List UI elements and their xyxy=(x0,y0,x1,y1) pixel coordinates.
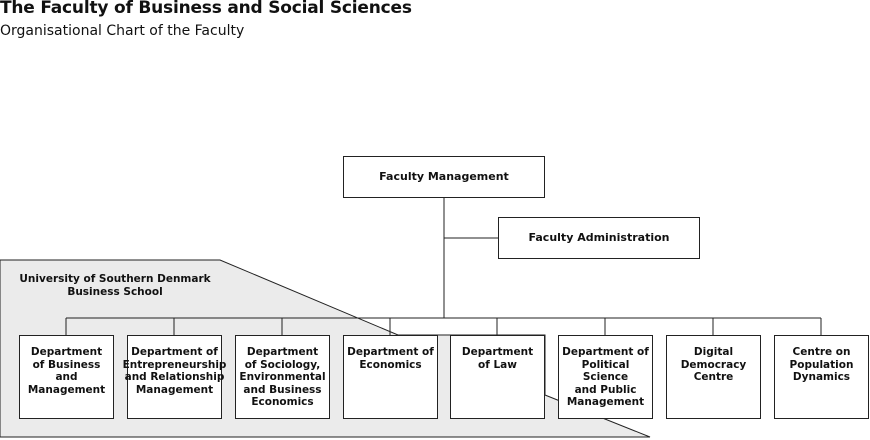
department-label-line: and Relationship xyxy=(124,371,225,383)
department-label-line: Department of xyxy=(562,346,649,358)
department-label-line: Management xyxy=(135,383,214,396)
department-label-line: of Law xyxy=(478,358,517,371)
department-label-line: Centre xyxy=(693,371,734,383)
department-label-line: Population xyxy=(789,358,854,371)
page-title: The Faculty of Business and Social Scien… xyxy=(0,0,412,18)
department-label-line: Dynamics xyxy=(792,371,851,383)
department-label-line: Environmental xyxy=(239,371,326,383)
business-school-label-line: Business School xyxy=(67,286,163,298)
business-school-label-line: University of Southern Denmark xyxy=(19,273,211,285)
department-label-line: Centre on xyxy=(792,346,851,358)
department-box-sociology[interactable]: Department of Sociology, Environmental a… xyxy=(235,335,330,419)
department-label-line: Department xyxy=(461,346,534,358)
department-box-political-science[interactable]: Department of Political Science and Publ… xyxy=(558,335,653,419)
department-label-line: Entrepreneurship xyxy=(122,358,227,371)
department-label-line: of Sociology, xyxy=(244,358,321,371)
faculty-management-box[interactable]: Faculty Management xyxy=(343,156,545,198)
population-dynamics-centre-box[interactable]: Centre on Population Dynamics xyxy=(774,335,869,419)
department-label-line: and Business xyxy=(243,383,322,396)
department-label-line: Economics xyxy=(359,358,422,371)
department-label-line: Department of xyxy=(131,346,218,358)
faculty-management-label: Faculty Management xyxy=(379,169,509,183)
department-label-line: Department xyxy=(246,346,319,358)
department-label-line: Department of xyxy=(347,346,434,358)
faculty-administration-label: Faculty Administration xyxy=(528,230,670,244)
business-school-label: University of Southern Denmark Business … xyxy=(0,273,230,299)
department-box-law[interactable]: Department of Law xyxy=(450,335,545,419)
faculty-administration-box[interactable]: Faculty Administration xyxy=(498,217,700,259)
department-label-line: Management xyxy=(566,396,645,408)
digital-democracy-centre-box[interactable]: Digital Democracy Centre xyxy=(666,335,761,419)
department-box-economics[interactable]: Department of Economics xyxy=(343,335,438,419)
department-label-line: Economics xyxy=(251,396,314,408)
department-label-line: Political Science xyxy=(581,358,630,384)
page-subtitle: Organisational Chart of the Faculty xyxy=(0,23,245,39)
department-label-line: and Public xyxy=(574,383,637,396)
department-box-entrepreneurship[interactable]: Department of Entrepreneurship and Relat… xyxy=(123,335,226,419)
department-label-line: Digital xyxy=(693,346,734,358)
department-label-line: of Business and xyxy=(32,358,101,384)
department-label-line: Management xyxy=(27,383,106,396)
department-label-line: Department xyxy=(30,346,103,358)
department-box-business-management[interactable]: Department of Business and Management xyxy=(19,335,114,419)
department-label-line: Democracy xyxy=(680,358,747,371)
